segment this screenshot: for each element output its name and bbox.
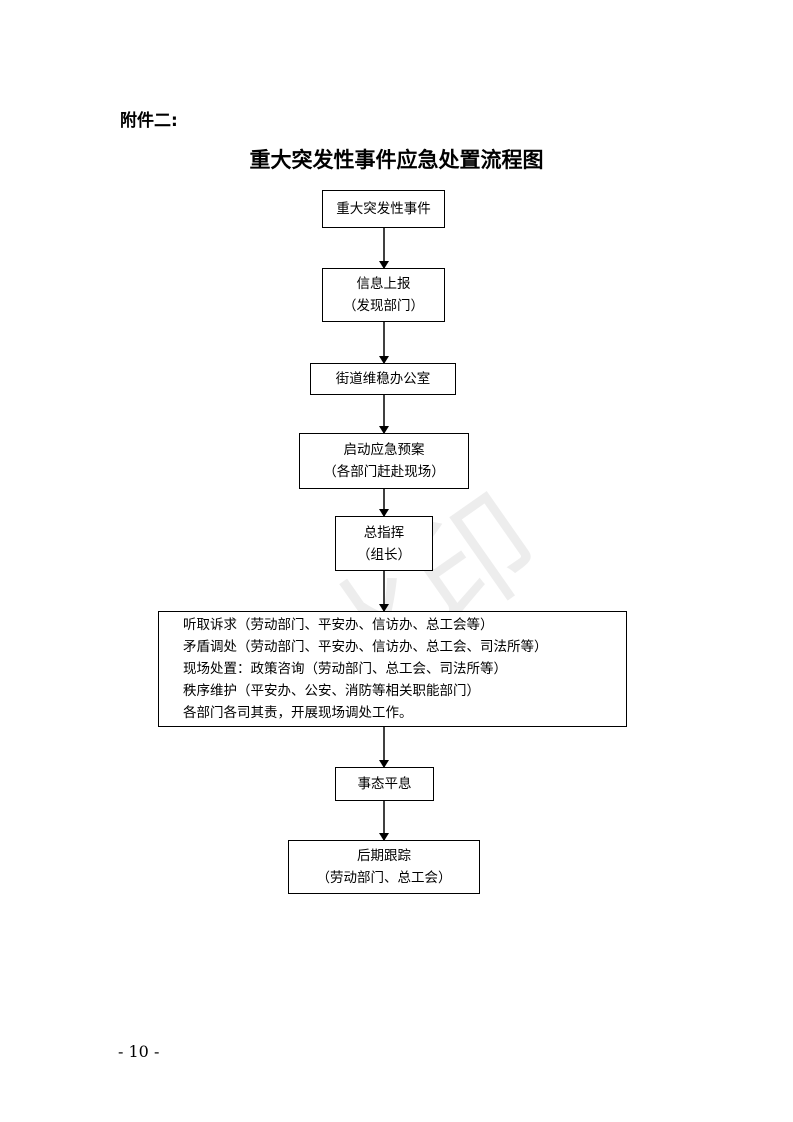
step-commander-line-2: （组长）: [357, 546, 411, 563]
step-resolved: 事态平息: [335, 767, 434, 801]
page-title: 重大突发性事件应急处置流程图: [249, 148, 544, 172]
step-follow-up-line-2: （劳动部门、总工会）: [316, 870, 452, 886]
step-on-site-handling-line-4: 秩序维护（平安办、公安、消防等相关职能部门）: [183, 683, 480, 699]
step-emergency-event-line-1: 重大突发性事件: [336, 201, 431, 217]
step-report-line-2: （发现部门）: [343, 298, 424, 314]
step-resolved-line-1: 事态平息: [357, 776, 412, 792]
step-report: 信息上报 （发现部门）: [322, 268, 445, 322]
step-activate-plan: 启动应急预案 （各部门赶赴现场）: [299, 433, 469, 489]
step-on-site-handling-line-2: 矛盾调处（劳动部门、平安办、信访办、总工会、司法所等）: [183, 639, 548, 655]
step-on-site-handling-line-3: 现场处置：政策咨询（劳动部门、总工会、司法所等）: [183, 661, 507, 677]
step-activate-plan-line-1: 启动应急预案: [343, 442, 425, 458]
page-number: - 10 -: [118, 1042, 160, 1061]
step-activate-plan-line-2: （各部门赶赴现场）: [323, 464, 445, 480]
step-commander-line-1: 总指挥: [363, 524, 405, 541]
step-follow-up: 后期跟踪 （劳动部门、总工会）: [288, 840, 480, 894]
step-on-site-handling: 听取诉求（劳动部门、平安办、信访办、总工会等） 矛盾调处（劳动部门、平安办、信访…: [158, 611, 627, 727]
step-emergency-event: 重大突发性事件: [322, 190, 445, 228]
step-on-site-handling-line-5: 各部门各司其责，开展现场调处工作。: [183, 705, 413, 721]
step-report-line-1: 信息上报: [356, 276, 411, 292]
step-stability-office: 街道维稳办公室: [310, 363, 456, 395]
step-on-site-handling-line-1: 听取诉求（劳动部门、平安办、信访办、总工会等）: [183, 617, 494, 633]
attachment-label: 附件二:: [120, 111, 178, 131]
step-follow-up-line-1: 后期跟踪: [357, 848, 411, 864]
step-stability-office-line-1: 街道维稳办公室: [335, 371, 431, 387]
step-commander: 总指挥 （组长）: [335, 516, 433, 571]
